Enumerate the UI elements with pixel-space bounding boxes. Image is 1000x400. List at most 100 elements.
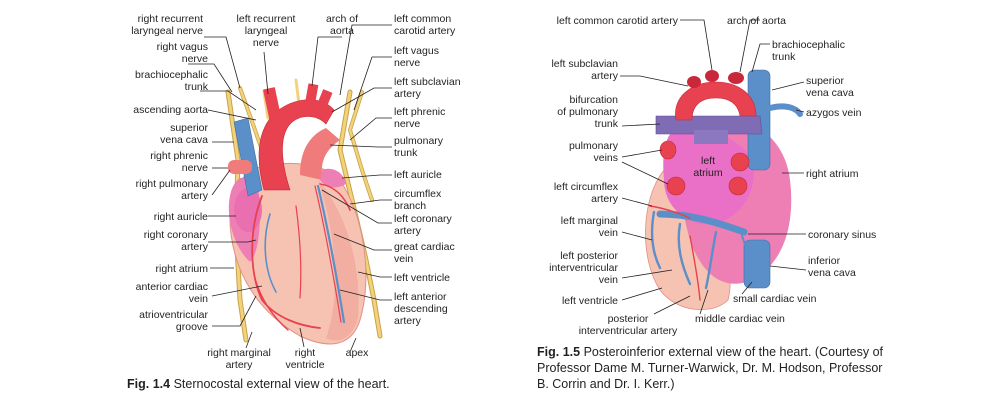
left-anterior-descending-shape [316,184,346,324]
label-line: left auricle [394,169,442,181]
label-line: vein [599,227,618,239]
pulmonary-trunk-fig14 [300,128,340,180]
anterior-cardiac-vein-shape [264,213,277,293]
pulmonary-vein-4 [728,176,748,196]
label-line: pulmonary [394,135,444,147]
label-line: superior [806,75,844,87]
label-line: vena cava [808,267,856,279]
label-line: left common carotid artery [557,15,679,27]
label-line: trunk [772,51,796,63]
label-left-ventricle: left ventricle [394,272,450,284]
left-circumflex-shape [649,205,691,219]
label-line: left subclavian [551,58,618,70]
coronary-vessels-fig14 [251,183,351,331]
label-line: left vagus [394,45,439,57]
label-left-auricle: left auricle [394,169,442,181]
label-line: atrium [693,167,722,179]
label-line: great cardiac [394,241,455,253]
left-atrium-fig15 [663,130,754,225]
leaders-fig14 [188,24,392,353]
label-line: right marginal [207,347,271,359]
right-pulmonary-artery-fig14 [228,160,252,174]
fig15-caption-label: Fig. 1.5 [537,345,581,359]
left-marginal-vein-shape [650,210,662,270]
fig15-illustration: left common carotid artery arch of aorta… [549,15,876,337]
label15-left-ventricle: left ventricle [562,295,618,307]
label-line: right vagus [157,41,208,53]
pulmonary-vein-2 [666,176,686,196]
left-common-carotid-stub-fig15 [705,70,719,82]
label-line: vena cava [806,87,854,99]
fig14-caption-text: Sternocostal external view of the heart. [173,377,390,391]
label-line: nerve [182,162,208,174]
label-line: anterior cardiac [136,281,208,293]
label-right-auricle: right auricle [154,211,208,223]
label-line: laryngeal nerve [131,25,203,37]
label-line: right coronary [144,229,209,241]
label-line: apex [346,347,370,359]
label-line: right auricle [154,211,208,223]
label-line: trunk [185,81,209,93]
label-line: left marginal [561,215,618,227]
label-line: right [295,347,316,359]
label-line: left [701,155,715,167]
label15-small-cardiac-vein: small cardiac vein [733,293,817,305]
posterior-interventricular-artery-shape [689,235,701,301]
label-line: artery [394,225,422,237]
label-line: right atrium [155,263,208,275]
left-ventricle-shade [318,180,359,341]
right-coronary-shape [251,195,321,329]
label-line: right pulmonary [136,178,209,190]
label-line: descending [394,303,448,315]
label-line: artery [394,88,422,100]
label-line: ventricle [285,359,324,371]
label-line: left ventricle [562,295,618,307]
label-line: left phrenic [394,106,445,118]
label-line: left common [394,13,451,25]
aorta-fig14 [258,99,335,191]
label-line: vena cava [160,134,208,146]
label-line: inferior [808,255,841,267]
label-line: interventricular artery [579,325,678,337]
label-line: brachiocephalic [772,39,845,51]
label-line: groove [176,321,208,333]
brachiocephalic-trunk-fig14 [263,87,281,119]
label-line: aorta [330,25,354,37]
label-line: middle cardiac vein [695,313,785,325]
label-line: right phrenic [150,150,208,162]
label-line: coronary sinus [808,229,876,241]
label-line: veins [593,152,618,164]
label-line: carotid artery [394,25,456,37]
label-line: nerve [394,118,420,130]
leaders-fig15 [620,19,807,315]
aorta-fig15 [675,81,757,121]
small-cardiac-vein-shape [741,235,755,285]
label-line: interventricular [549,262,618,274]
label-line: left coronary [394,213,453,225]
label-line: pulmonary [569,140,619,152]
label-line: nerve [253,37,279,49]
